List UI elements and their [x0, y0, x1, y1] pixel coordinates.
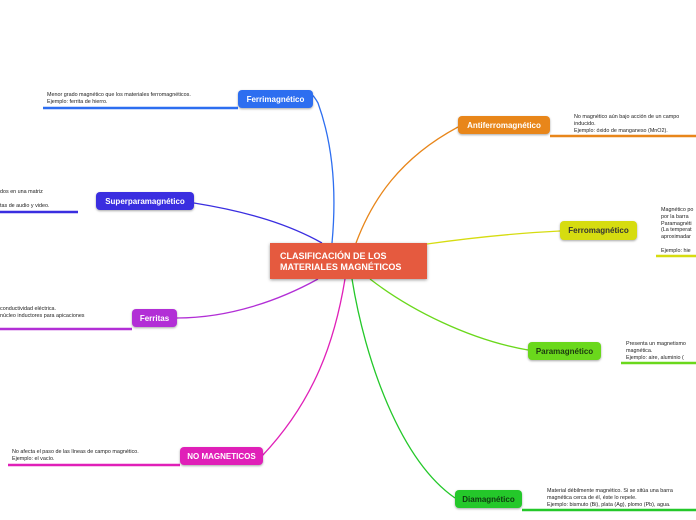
note-ferritas: conductividad eléctrica. núcleo inductor… [0, 306, 85, 319]
link-ferritas [176, 278, 319, 319]
note-diamagnetico: Material débilmente magnético. Si se sit… [547, 488, 673, 508]
link-antiferromagnetico [355, 126, 459, 244]
node-ferritas-label: Ferritas [139, 313, 170, 323]
node-paramagnetico[interactable]: Paramagnético [528, 342, 601, 360]
note-antiferromagnetico: No magnético aún bajo acción de un campo… [574, 114, 680, 134]
node-paramagnetico-label: Paramagnético [535, 346, 594, 356]
node-ferromagnetico-label: Ferromagnético [568, 226, 629, 235]
node-antiferromagnetico[interactable]: Antiferromagnético [458, 116, 550, 134]
note-ferromagnetico: Magnético po por la barra Paramagnéti (L… [661, 207, 694, 254]
note-no-magneticos: No afecta el paso de las líneas de campo… [12, 449, 139, 462]
node-ferrimagnetico[interactable]: Ferrimagnético [238, 90, 313, 108]
central-topic[interactable]: CLASIFICACIÓN DE LOS MATERIALES MAGNÉTIC… [270, 243, 427, 279]
node-diamagnetico-label: Diamagnético [462, 494, 515, 504]
link-ferromagnetico [426, 230, 561, 245]
node-no-magneticos-label: NO MAGNETICOS [187, 451, 256, 461]
link-ferrimagnetico [304, 92, 335, 244]
node-ferromagnetico[interactable]: Ferromagnético [560, 221, 637, 240]
node-antiferromagnetico-label: Antiferromagnético [467, 120, 541, 130]
node-ferritas[interactable]: Ferritas [132, 309, 177, 327]
central-topic-title: CLASIFICACIÓN DE LOS MATERIALES MAGNÉTIC… [280, 251, 402, 272]
node-ferrimagnetico-label: Ferrimagnético [246, 94, 305, 104]
node-diamagnetico[interactable]: Diamagnético [455, 490, 522, 508]
node-superparamagnetico-label: Superparamagnético [105, 196, 185, 206]
node-superparamagnetico[interactable]: Superparamagnético [96, 192, 194, 210]
node-no-magneticos[interactable]: NO MAGNETICOS [180, 447, 263, 465]
note-superparamagnetico: dos en una matriz tas de audio y video. [0, 189, 50, 209]
note-paramagnetico: Presenta un magnetismo magnética. Ejempl… [626, 341, 686, 361]
link-paramagnetico [369, 278, 529, 351]
link-diamagnetico [351, 278, 456, 499]
link-superparamagnetico [193, 202, 323, 244]
note-ferrimagnetico: Menor grado magnético que los materiales… [47, 92, 191, 105]
link-no-magneticos [261, 278, 346, 457]
